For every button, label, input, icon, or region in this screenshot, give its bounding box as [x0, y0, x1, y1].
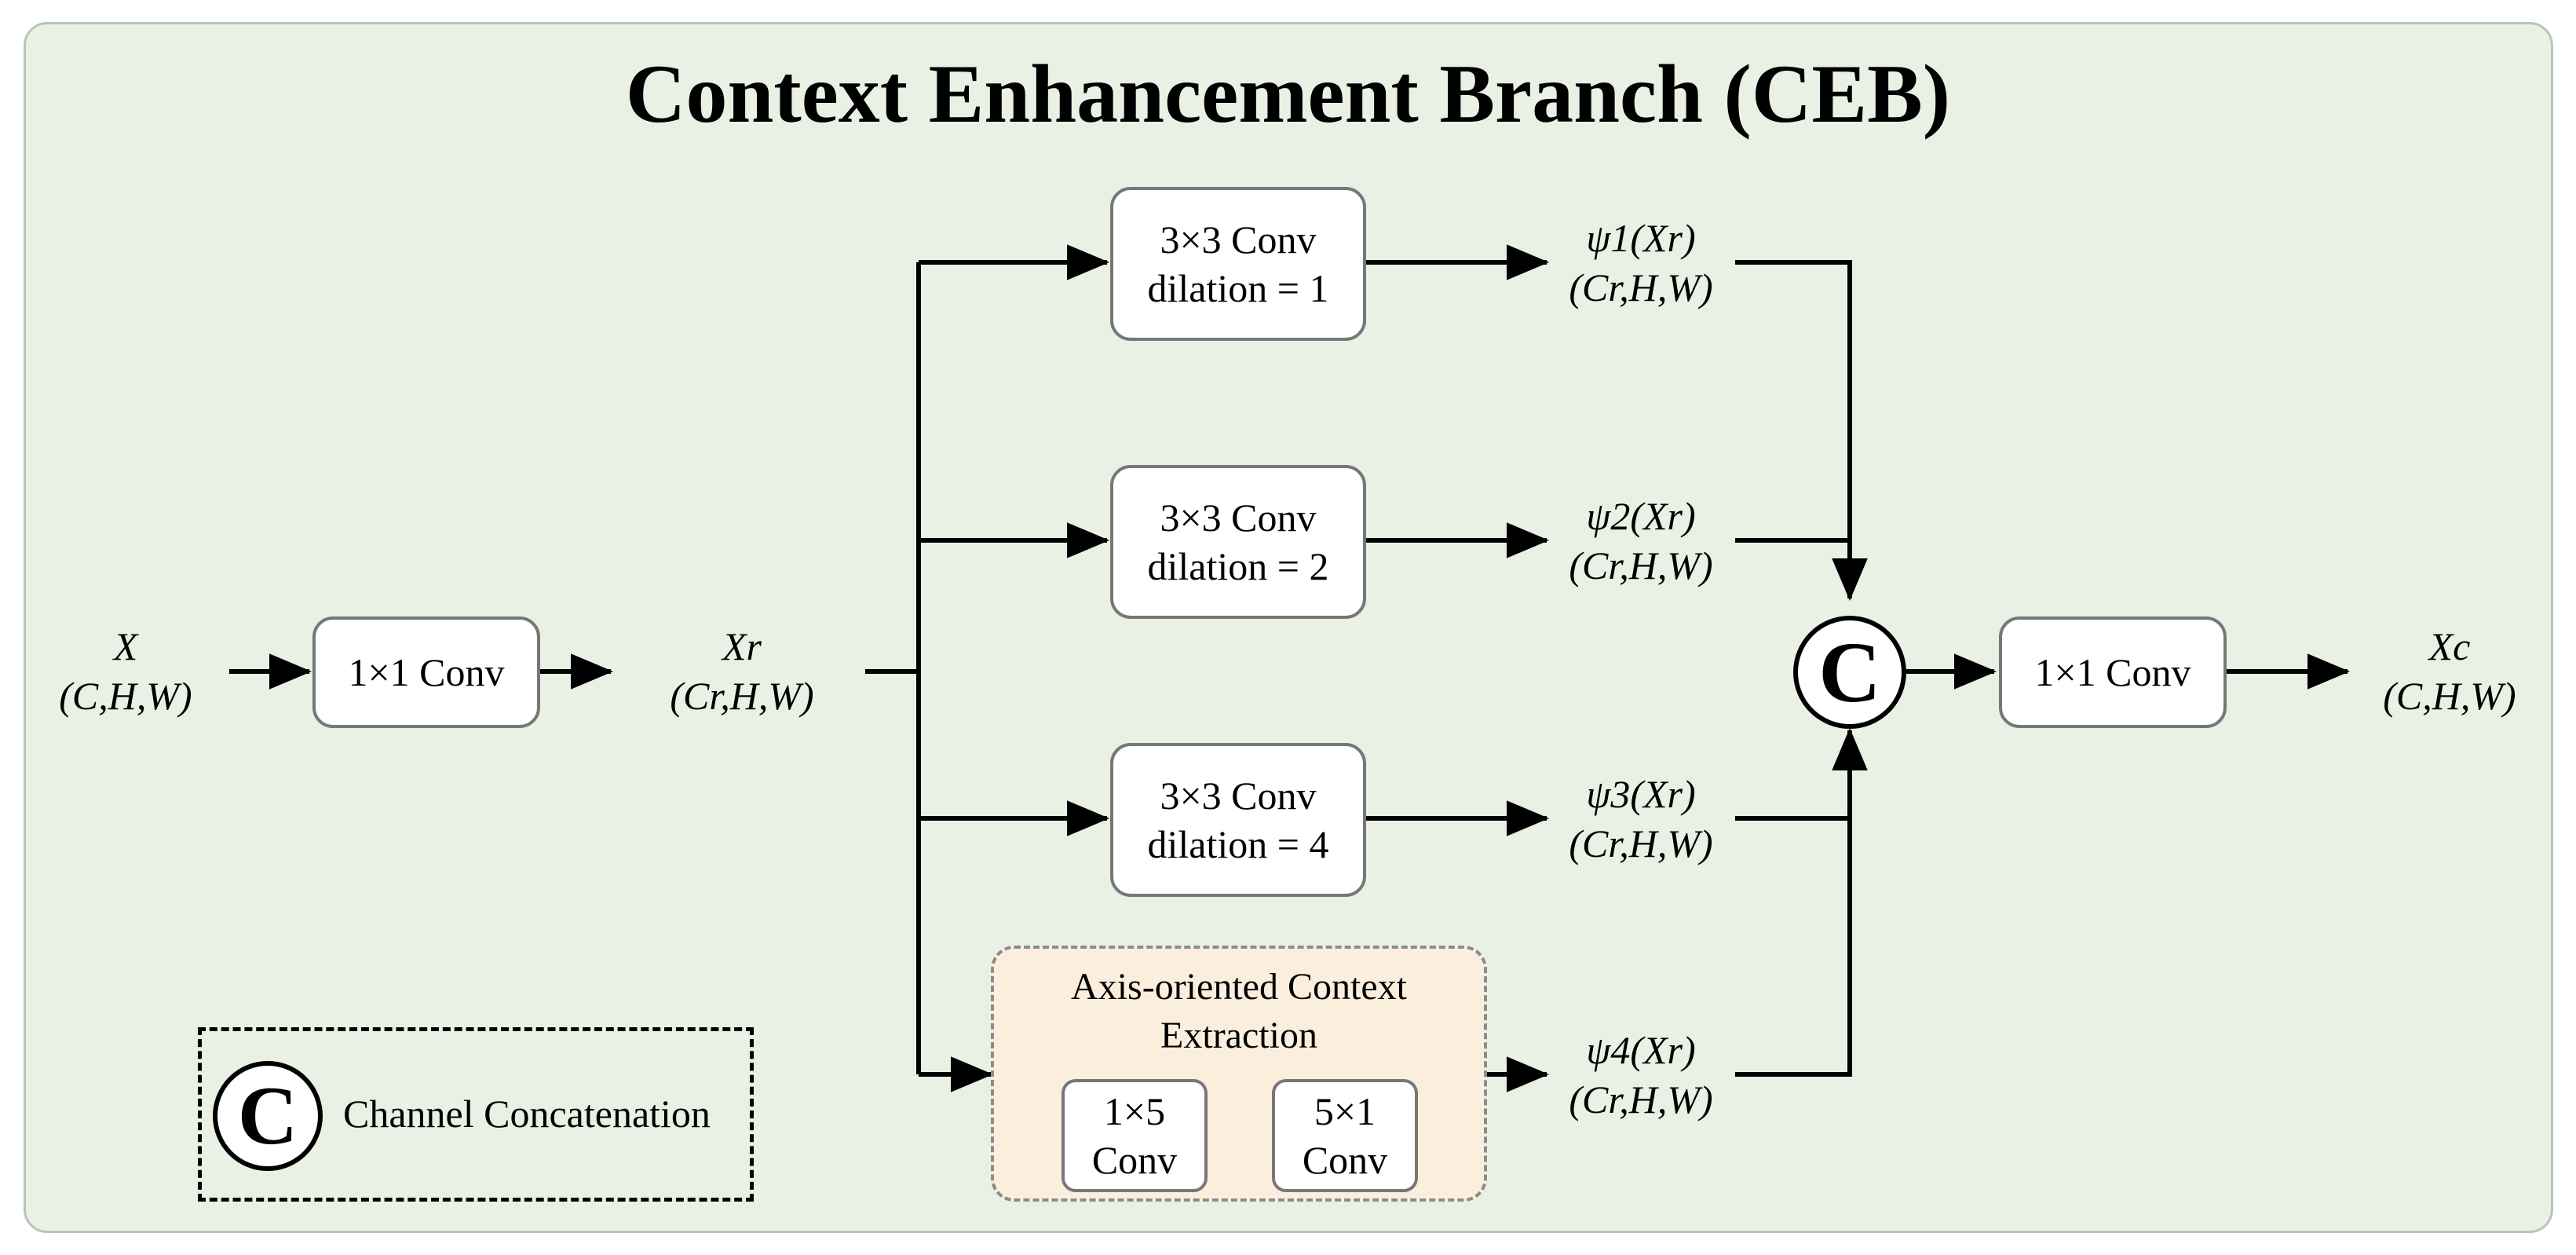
reduced-shape: (Cr,H,W): [670, 673, 814, 718]
reduced-label: Xr (Cr,H,W): [628, 622, 856, 720]
psi4-label: ψ4(Xr) (Cr,H,W): [1539, 1026, 1743, 1124]
aoce-conv-5x1: 5×1 Conv: [1272, 1079, 1418, 1192]
branch-3-line1: 3×3 Conv: [1160, 773, 1317, 818]
psi1-label: ψ1(Xr) (Cr,H,W): [1539, 214, 1743, 312]
psi4-shape: (Cr,H,W): [1569, 1077, 1713, 1121]
aoce-conv-b-line1: 5×1: [1314, 1089, 1376, 1133]
input-label: X (C,H,W): [31, 622, 220, 720]
wire-psi4-to-concat: [1735, 728, 1868, 1077]
reduced-name: Xr: [722, 624, 762, 668]
psi1-name: ψ1(Xr): [1586, 216, 1696, 260]
psi2-name: ψ2(Xr): [1586, 494, 1696, 538]
legend-concat-symbol: C: [213, 1061, 323, 1171]
conv-1x1-in: 1×1 Conv: [312, 617, 540, 728]
input-name: X: [113, 624, 138, 668]
aoce-title: Axis-oriented Context Extraction: [994, 963, 1484, 1061]
psi3-name: ψ3(Xr): [1586, 772, 1696, 816]
psi3-label: ψ3(Xr) (Cr,H,W): [1539, 770, 1743, 868]
input-shape: (C,H,W): [59, 673, 192, 718]
conv-1x1-out-label: 1×1 Conv: [2034, 649, 2191, 694]
concat-symbol: C: [1818, 624, 1881, 720]
branch-conv-dilation-2: 3×3 Conv dilation = 2: [1110, 465, 1366, 619]
psi4-name: ψ4(Xr): [1586, 1028, 1696, 1072]
branch-1-line2: dilation = 1: [1147, 266, 1329, 310]
aoce-conv-a-line1: 1×5: [1103, 1089, 1166, 1133]
branch-1-line1: 3×3 Conv: [1160, 217, 1317, 262]
concat-node: C: [1793, 616, 1906, 729]
conv-1x1-in-label: 1×1 Conv: [348, 649, 505, 694]
branch-2-line1: 3×3 Conv: [1160, 495, 1317, 540]
output-label: Xc (C,H,W): [2355, 622, 2544, 720]
legend-symbol: C: [237, 1070, 298, 1162]
output-shape: (C,H,W): [2383, 673, 2516, 718]
aoce-conv-1x5: 1×5 Conv: [1061, 1079, 1208, 1192]
output-name: Xc: [2428, 624, 2471, 668]
wire-psi1-to-concat: [1735, 260, 1868, 601]
psi2-label: ψ2(Xr) (Cr,H,W): [1539, 492, 1743, 590]
aoce-title-line1: Axis-oriented Context: [1071, 966, 1407, 1008]
conv-1x1-out: 1×1 Conv: [1999, 617, 2227, 728]
legend: C Channel Concatenation: [198, 1027, 754, 1202]
branch-conv-dilation-1: 3×3 Conv dilation = 1: [1110, 187, 1366, 341]
branch-2-line2: dilation = 2: [1147, 544, 1329, 588]
aoce-conv-a-line2: Conv: [1091, 1138, 1178, 1182]
psi1-shape: (Cr,H,W): [1569, 265, 1713, 309]
branch-conv-dilation-4: 3×3 Conv dilation = 4: [1110, 743, 1366, 897]
aoce-conv-b-line2: Conv: [1302, 1138, 1388, 1182]
psi3-shape: (Cr,H,W): [1569, 821, 1713, 865]
psi2-shape: (Cr,H,W): [1569, 543, 1713, 587]
aoce-title-line2: Extraction: [1160, 1015, 1317, 1057]
diagram-title: Context Enhancement Branch (CEB): [625, 48, 1951, 140]
legend-text: Channel Concatenation: [343, 1092, 711, 1136]
branch-3-line2: dilation = 4: [1147, 822, 1329, 866]
